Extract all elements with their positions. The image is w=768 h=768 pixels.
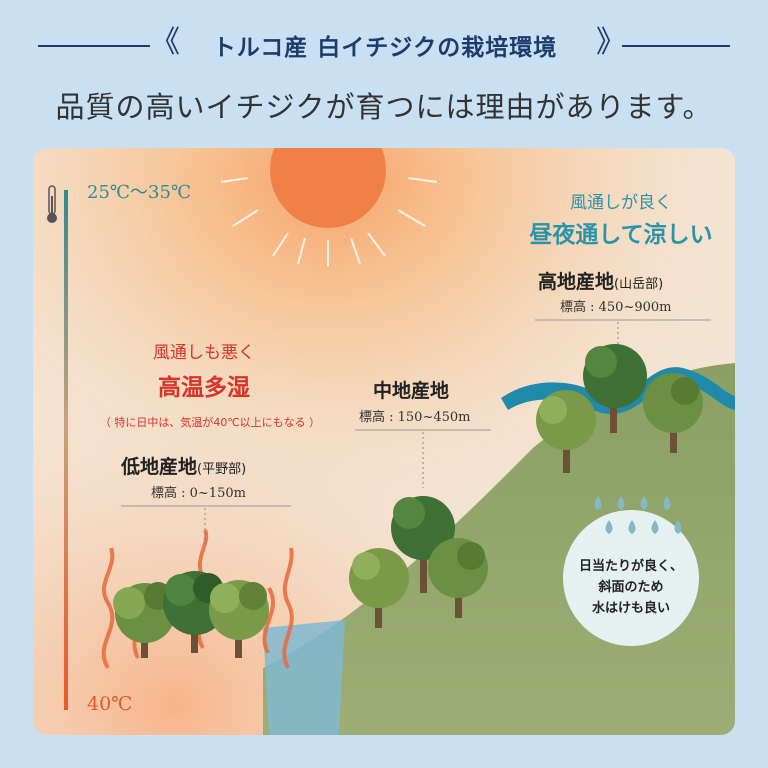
highland-caption-line1: 風通しが良く [570,193,672,213]
temperature-scale [64,190,68,710]
illustration-panel: 25℃〜35℃ 40℃ 風通しも悪く 高温多湿 （ 特に日中は、気温が40℃以上… [33,148,735,735]
page-title: トルコ産 白イチジクの栽培環境 [212,35,558,61]
header-divider-right [622,45,730,47]
header: 《 トルコ産 白イチジクの栽培環境 》 品質の高いイチジクが育つには理由がありま… [0,0,768,150]
river [263,620,345,735]
page-subtitle: 品質の高いイチジクが育つには理由があります。 [55,90,713,124]
highland-caption-line2: 昼夜通して涼しい [529,222,713,248]
drainage-note-line2: 斜面のため [598,580,664,595]
sun-icon [220,148,438,266]
lowland-caption-line1: 風通しも悪く [153,343,255,363]
tree-lowland-3 [209,580,269,658]
header-divider-left [38,45,150,47]
lowland-name-text: 低地産地 [121,456,198,478]
chevron-left-icon: 《 [150,25,180,60]
lowland-name-suffix: (平野部) [197,462,247,477]
chevron-right-icon: 》 [596,25,626,60]
tree-midland-1 [391,496,455,593]
drainage-note: 日当たりが良く、 斜面のため 水はけも良い [565,556,697,619]
tree-midland-3 [428,538,488,618]
lowland-caption-line2: 高温多湿 [158,375,250,401]
drainage-note-line3: 水はけも良い [591,601,670,616]
tree-lowland-1 [113,582,175,658]
midland-elevation: 標高 : 150~450m [359,410,471,425]
tree-midland-2 [349,548,409,628]
lowland-elevation: 標高 : 0~150m [151,486,246,501]
drainage-note-line1: 日当たりが良く、 [578,559,683,574]
highland-name-text: 高地産地 [538,271,615,293]
water-drop-icon [594,496,682,534]
highland-name: 高地産地(山岳部) [538,267,663,294]
lowland-name: 低地産地(平野部) [121,452,246,479]
highland-elevation: 標高 : 450~900m [560,300,672,315]
thermometer-icon [47,185,57,223]
temperature-high-label: 25℃〜35℃ [87,182,192,203]
tree-highland-3 [643,373,703,453]
highland-name-suffix: (山岳部) [614,277,664,292]
lowland-caption-note: （ 特に日中は、気温が40℃以上にもなる ） [99,416,321,429]
temperature-low-label: 40℃ [87,693,133,715]
tree-highland-1 [583,344,647,433]
landscape-illustration [33,148,735,735]
tree-highland-2 [536,390,596,473]
midland-name: 中地産地 [373,380,450,402]
